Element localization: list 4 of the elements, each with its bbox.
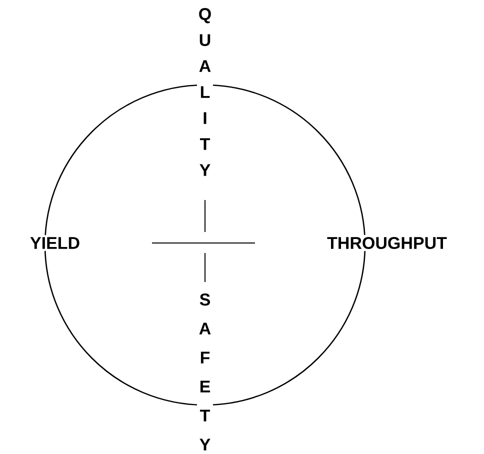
vertical-label: QUALITY <box>197 7 213 177</box>
axis-label: THROUGHPUT <box>325 234 449 251</box>
axis-label: YIELD <box>28 235 82 251</box>
vertical-label: SAFETY <box>197 292 213 452</box>
